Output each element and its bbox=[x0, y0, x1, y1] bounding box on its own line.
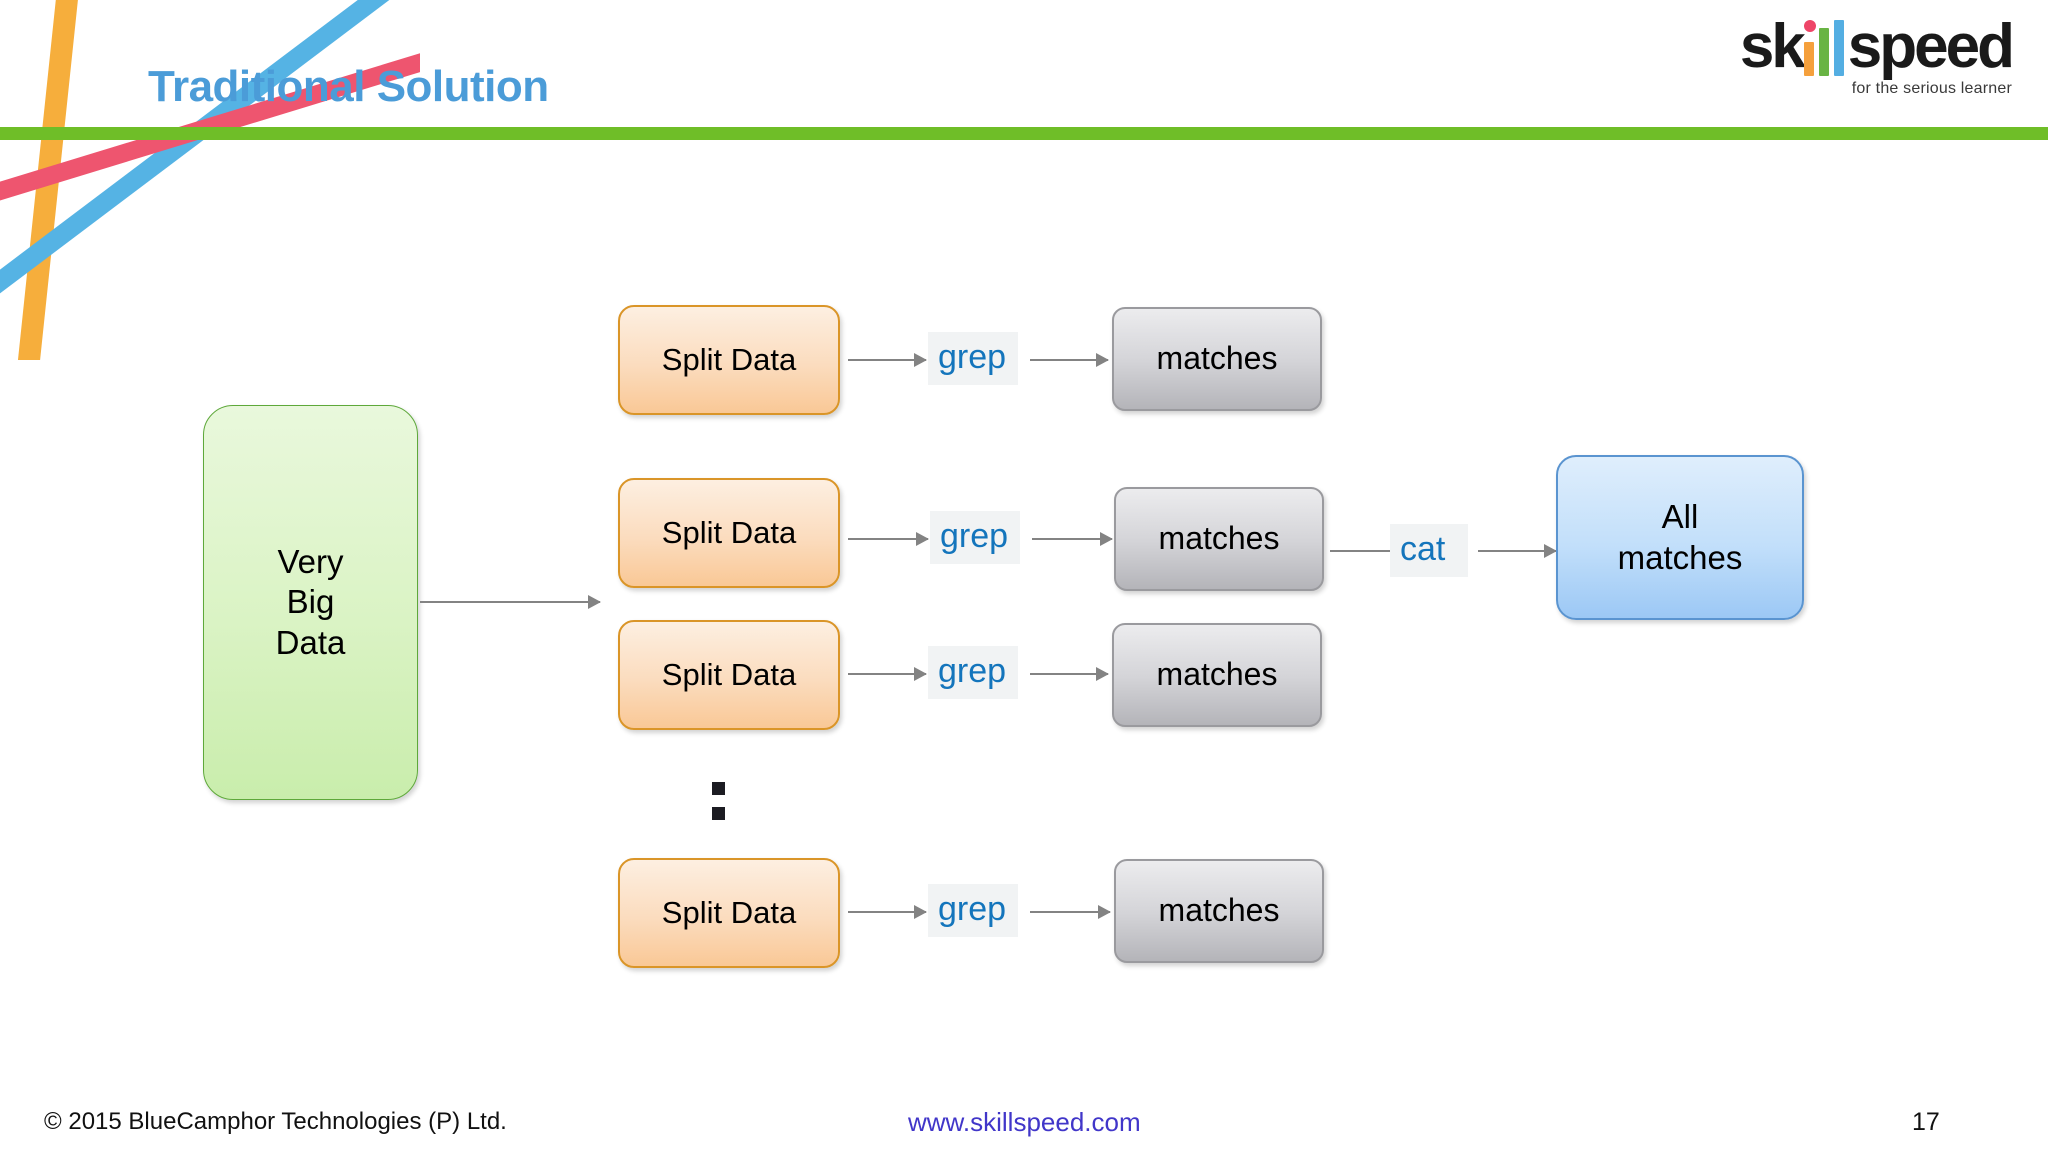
command-cat-label: cat bbox=[1400, 530, 1446, 568]
matches-label-2: matches bbox=[1158, 520, 1280, 557]
command-grep-label-3: grep bbox=[938, 652, 1007, 690]
command-grep-1: grep bbox=[928, 332, 1018, 385]
arrow-grep4-to-matches4 bbox=[1030, 905, 1111, 919]
ellipsis-dot-1 bbox=[712, 782, 725, 795]
footer-page-number: 17 bbox=[1912, 1108, 1940, 1136]
logo-i-dot-icon bbox=[1803, 20, 1816, 32]
node-split-data-1: Split Data bbox=[618, 305, 840, 415]
footer-copyright: © 2015 BlueCamphor Technologies (P) Ltd. bbox=[44, 1108, 507, 1135]
arrow-split4-to-grep4 bbox=[848, 905, 927, 919]
node-matches-1: matches bbox=[1112, 307, 1322, 411]
command-grep-label-2: grep bbox=[940, 517, 1009, 555]
bigdata-line-3: Data bbox=[275, 623, 346, 661]
header-green-divider bbox=[0, 127, 2048, 140]
matches-label-4: matches bbox=[1158, 892, 1280, 929]
vertical-ellipsis-icon bbox=[712, 782, 725, 820]
allmatches-line-1: All bbox=[1661, 498, 1699, 536]
command-grep-label-4: grep bbox=[938, 890, 1007, 928]
bigdata-line-1: Very bbox=[277, 543, 344, 581]
ellipsis-dot-2 bbox=[712, 807, 725, 820]
matches-label-1: matches bbox=[1156, 340, 1278, 377]
logo-color-bars-icon bbox=[1803, 18, 1844, 76]
node-matches-4: matches bbox=[1114, 859, 1324, 963]
command-cat: cat bbox=[1390, 524, 1468, 577]
command-grep-2: grep bbox=[930, 511, 1020, 564]
node-split-data-4: Split Data bbox=[618, 858, 840, 968]
split-data-label-3: Split Data bbox=[661, 657, 797, 693]
logo-wordmark: sk speed bbox=[1682, 10, 2015, 81]
logo-text-speed: speed bbox=[1847, 12, 2015, 81]
node-all-matches: All matches bbox=[1556, 455, 1804, 620]
split-data-label-1: Split Data bbox=[661, 342, 797, 378]
bigdata-line-2: Big bbox=[286, 583, 335, 621]
node-all-matches-label: All matches bbox=[1618, 497, 1743, 578]
split-data-label-4: Split Data bbox=[661, 895, 797, 931]
arrow-cat-to-allmatches bbox=[1478, 544, 1557, 558]
skillspeed-logo: sk speed for the serious learner bbox=[1682, 10, 2015, 110]
logo-bar-i-icon bbox=[1803, 42, 1814, 76]
arrow-split1-to-grep1 bbox=[848, 353, 927, 367]
node-split-data-3: Split Data bbox=[618, 620, 840, 730]
arrow-split2-to-grep2 bbox=[848, 532, 929, 546]
node-matches-2: matches bbox=[1114, 487, 1324, 591]
logo-tagline: for the serious learner bbox=[1851, 80, 2012, 97]
arrow-grep1-to-matches1 bbox=[1030, 353, 1109, 367]
footer-website-link[interactable]: www.skillspeed.com bbox=[908, 1107, 1141, 1137]
split-data-label-2: Split Data bbox=[661, 515, 797, 551]
matches-label-3: matches bbox=[1156, 656, 1278, 693]
allmatches-line-2: matches bbox=[1617, 538, 1743, 576]
node-matches-3: matches bbox=[1112, 623, 1322, 727]
logo-bar-l2-icon bbox=[1833, 20, 1844, 76]
arrow-grep2-to-matches2 bbox=[1032, 532, 1113, 546]
command-grep-label-1: grep bbox=[938, 338, 1007, 376]
arrow-split3-to-grep3 bbox=[848, 667, 927, 681]
arrow-source-to-splits bbox=[420, 595, 601, 609]
logo-bar-l1-icon bbox=[1818, 28, 1829, 76]
arrow-grep3-to-matches3 bbox=[1030, 667, 1109, 681]
node-very-big-data-label: Very Big Data bbox=[276, 542, 346, 663]
node-very-big-data: Very Big Data bbox=[203, 405, 418, 800]
logo-text-sk: sk bbox=[1739, 12, 1806, 81]
command-grep-4: grep bbox=[928, 884, 1018, 937]
page-title: Traditional Solution bbox=[148, 62, 549, 111]
node-split-data-2: Split Data bbox=[618, 478, 840, 588]
command-grep-3: grep bbox=[928, 646, 1018, 699]
